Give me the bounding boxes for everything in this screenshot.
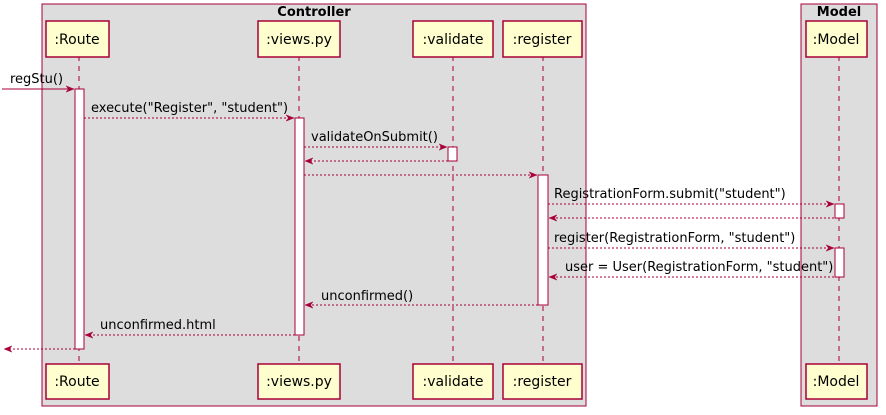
- message-form-submit: RegistrationForm.submit("student"): [548, 187, 834, 204]
- participant-box: [412, 363, 494, 400]
- controller-group-box: [41, 3, 587, 407]
- participant-box: [412, 20, 494, 58]
- participant-box: [45, 363, 110, 400]
- participant-label: :register: [513, 374, 572, 390]
- message-regstu: regStu(): [2, 72, 74, 89]
- activation-register: [537, 174, 549, 306]
- activation-model-1: [834, 203, 845, 219]
- model-group-title: Model: [817, 5, 861, 20]
- participant-label: :Model: [813, 374, 860, 390]
- controller-group-title: Controller: [277, 5, 351, 20]
- participant-views-top: :views.py: [257, 20, 341, 58]
- participant-label: :views.py: [266, 374, 332, 390]
- activation-model-2: [834, 247, 845, 278]
- message-label: register(RegistrationForm, "student"): [554, 231, 795, 246]
- participant-model-top: :Model: [805, 20, 868, 58]
- participant-label: :Route: [54, 32, 99, 48]
- participant-box: [805, 363, 868, 400]
- message-user-return: user = User(RegistrationForm, "student"): [549, 260, 834, 277]
- participant-box: [257, 363, 341, 400]
- participant-model-bottom: :Model: [805, 363, 868, 400]
- participant-label: :views.py: [266, 32, 332, 48]
- message-unconfirmed: unconfirmed(): [305, 289, 538, 305]
- participant-label: :Route: [54, 374, 99, 390]
- participant-label: :validate: [423, 374, 484, 390]
- participant-route-top: :Route: [45, 20, 110, 58]
- message-label: unconfirmed.html: [100, 318, 216, 333]
- participant-label: :validate: [423, 32, 484, 48]
- message-execute: execute("Register", "student"): [84, 101, 294, 118]
- activation-route: [74, 88, 85, 350]
- participant-label: :register: [513, 32, 572, 48]
- participant-label: :Model: [813, 32, 860, 48]
- activation-validate: [447, 146, 458, 162]
- message-label: validateOnSubmit(): [311, 130, 438, 145]
- message-label: unconfirmed(): [321, 289, 413, 304]
- participant-box: [45, 20, 110, 58]
- participant-register-bottom: :register: [502, 363, 583, 400]
- participant-validate-top: :validate: [412, 20, 494, 58]
- participant-route-bottom: :Route: [45, 363, 110, 400]
- message-label: user = User(RegistrationForm, "student"): [565, 260, 833, 275]
- participant-box: [257, 20, 341, 58]
- participant-validate-bottom: :validate: [412, 363, 494, 400]
- participant-register-top: :register: [502, 20, 583, 58]
- participant-box: [502, 363, 583, 400]
- message-label: regStu(): [10, 72, 63, 87]
- message-label: RegistrationForm.submit("student"): [554, 187, 786, 202]
- participant-views-bottom: :views.py: [257, 363, 341, 400]
- participant-box: [502, 20, 583, 58]
- message-unconfirmed-html: unconfirmed.html: [85, 318, 295, 335]
- message-validate-on-submit: validateOnSubmit(): [304, 130, 447, 147]
- message-register-call: register(RegistrationForm, "student"): [548, 231, 834, 248]
- activation-views: [294, 117, 305, 336]
- participant-box: [805, 20, 868, 58]
- message-label: execute("Register", "student"): [91, 101, 288, 116]
